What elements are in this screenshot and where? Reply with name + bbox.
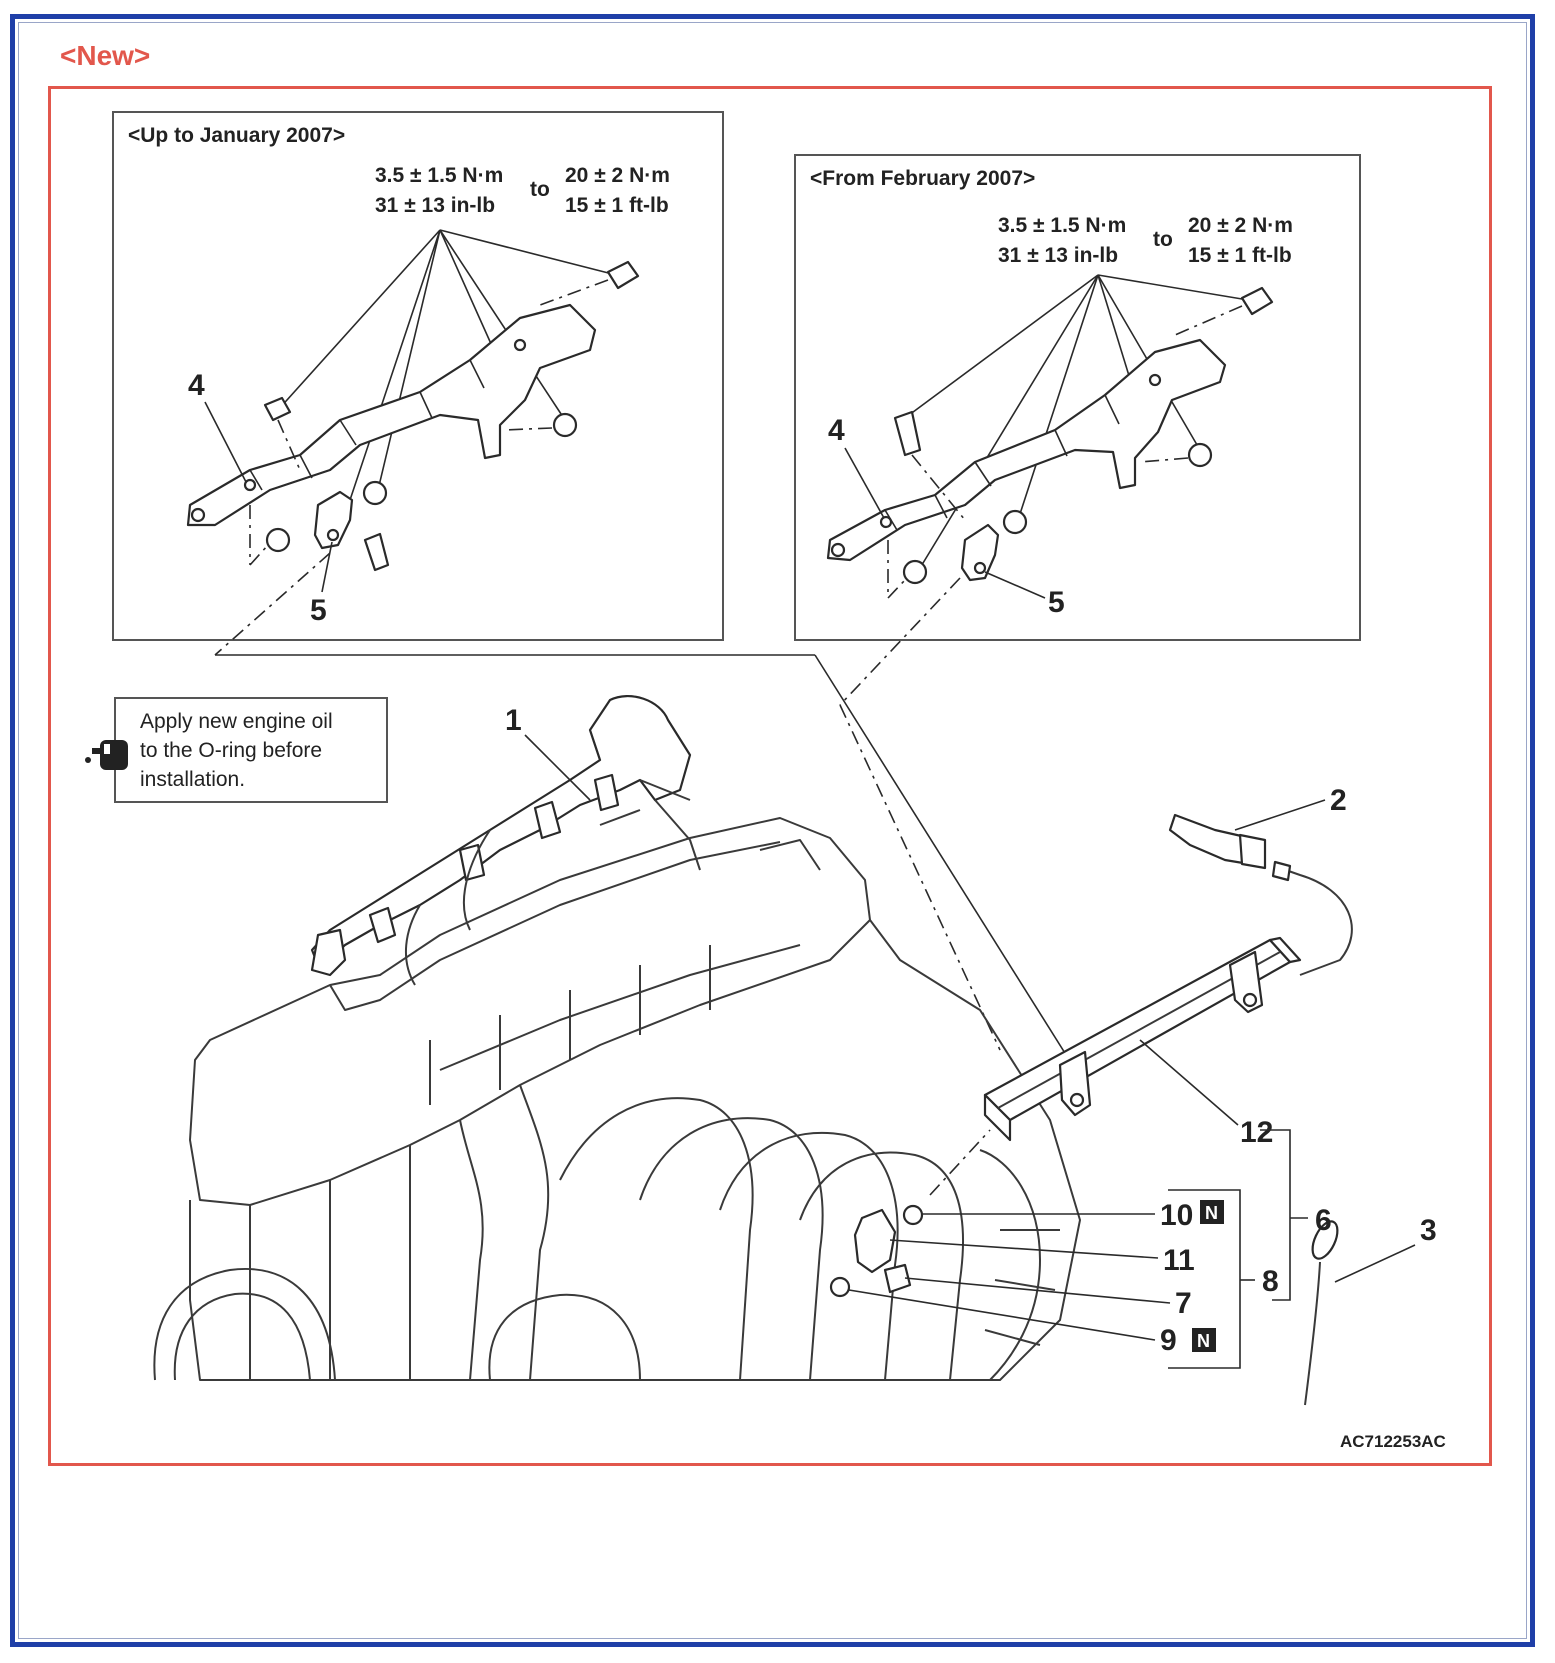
callout-6: 6 (1315, 1204, 1332, 1237)
inset-connector-lines (214, 552, 1086, 1086)
inset-up-to-bracket-5 (313, 490, 354, 550)
diagram-frame (48, 86, 1492, 1466)
inset-from-torque-max-imperial: 15 ± 1 ft-lb (1188, 244, 1292, 267)
inset-up-to-torque-min-metric: 3.5 ± 1.5 N·m (375, 164, 503, 187)
inset-up-to-callout-4: 4 (188, 369, 205, 402)
inset-up-to-torque-max-imperial: 15 ± 1 ft-lb (565, 194, 669, 217)
inset-up-to-torque-leaders (277, 229, 629, 546)
fuel-hose-part-2 (1168, 813, 1353, 976)
group-bracket-6 (1260, 1129, 1308, 1301)
fuel-rail-part-1 (310, 695, 701, 986)
inset-from-bolts (887, 286, 1274, 599)
callout-9: 9 (1160, 1324, 1177, 1357)
delivery-pipe-part-12 (983, 936, 1302, 1142)
inset-from-callout-4: 4 (828, 414, 845, 447)
inset-up-to-box (112, 111, 724, 641)
engine-block (153, 809, 1081, 1381)
oil-can-icon (85, 740, 128, 770)
injector-assembly (829, 1129, 991, 1298)
inset-from-callout-5: 5 (1048, 586, 1065, 619)
outer-frame-inner (18, 22, 1527, 1639)
new-part-icon-10 (1200, 1200, 1224, 1224)
inset-from-torque-max-metric: 20 ± 2 N·m (1188, 214, 1293, 237)
inset-from-bracket-4 (826, 338, 1227, 562)
inset-from-torque-min-imperial: 31 ± 13 in-lb (998, 244, 1118, 267)
oil-note: Apply new engine oil to the O-ring befor… (85, 697, 388, 803)
inset-up-to-january: <Up to January 2007> 3.5 ± 1.5 N·m 31 ± … (112, 111, 724, 641)
new-part-mark-9: N (1197, 1331, 1210, 1351)
o-ring-part-9 (829, 1276, 851, 1298)
new-part-icon-9 (1192, 1328, 1216, 1352)
group-bracket-8 (1168, 1189, 1255, 1369)
callout-10: 10 (1160, 1199, 1193, 1232)
inset-up-to-callout-5: 5 (310, 594, 327, 627)
clip-part-7 (883, 1263, 912, 1294)
callout-1: 1 (505, 704, 522, 737)
new-label: <New> (60, 40, 151, 71)
inset-up-to-bolts (249, 260, 640, 572)
inset-from-february: <From February 2007> 3.5 ± 1.5 N·m 31 ± … (794, 154, 1361, 641)
new-part-mark-10: N (1205, 1203, 1218, 1223)
inset-from-bracket-5 (960, 523, 1000, 582)
inset-from-to-word: to (1153, 228, 1173, 251)
inset-from-box (794, 154, 1361, 641)
oil-note-line3: installation. (140, 768, 245, 791)
inset-up-to-bracket-4 (186, 303, 597, 527)
inset-up-to-torque-min-imperial: 31 ± 13 in-lb (375, 194, 495, 217)
oil-note-line1: Apply new engine oil (140, 710, 333, 733)
callout-12: 12 (1240, 1116, 1273, 1149)
dipstick-part-3 (1304, 1220, 1339, 1406)
callout-2: 2 (1330, 784, 1347, 817)
callout-7: 7 (1175, 1287, 1192, 1320)
figure-code: AC712253AC (1340, 1432, 1446, 1451)
inset-from-torque-min-metric: 3.5 ± 1.5 N·m (998, 214, 1126, 237)
oil-note-line2: to the O-ring before (140, 739, 322, 762)
inset-up-to-title: <Up to January 2007> (128, 124, 345, 147)
callout-11: 11 (1163, 1244, 1195, 1277)
callout-3: 3 (1420, 1214, 1437, 1247)
outer-frame (10, 14, 1535, 1647)
inset-from-title: <From February 2007> (810, 167, 1035, 190)
callout-8: 8 (1262, 1265, 1279, 1298)
o-ring-part-10 (902, 1204, 924, 1226)
injector-part-11 (853, 1208, 897, 1274)
inset-up-to-torque-max-metric: 20 ± 2 N·m (565, 164, 670, 187)
inset-up-to-to-word: to (530, 178, 550, 201)
